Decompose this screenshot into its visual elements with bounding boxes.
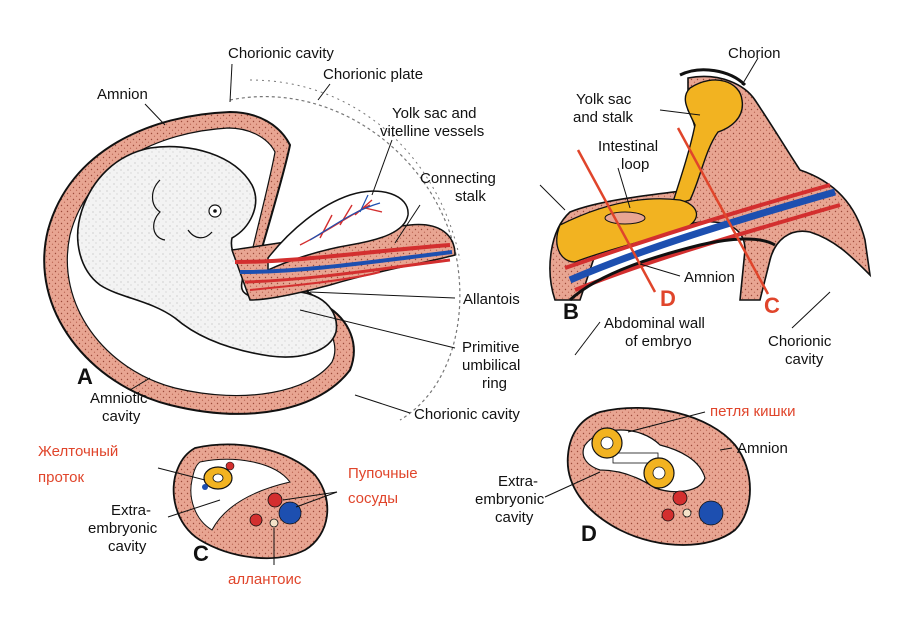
embryo-eye-dot (213, 209, 217, 213)
intestinal-lumen-b (604, 211, 646, 225)
section-marker-c: C (764, 293, 780, 318)
label-umbilical-2: сосуды (348, 490, 398, 507)
embryo-arches (151, 179, 166, 241)
umbilical-artery-d-2 (661, 508, 675, 522)
label-chorionic-plate: Chorionic plate (323, 66, 423, 83)
umbilical-vein-c (278, 501, 302, 525)
umbilical-vein-d (698, 500, 724, 526)
label-yolk-sac-b-2: and stalk (573, 109, 634, 126)
panel-d-letter: D (581, 521, 597, 546)
label-extra-c-2: embryonic (88, 520, 158, 537)
label-amniotic-1: Amniotic (90, 390, 148, 407)
label-yolk-sac-b-1: Yolk sac (576, 91, 632, 108)
label-intestinal-2: loop (621, 156, 649, 173)
vitelline-vein-c (202, 484, 208, 490)
label-yolk-sac-a-2: vitelline vessels (380, 123, 484, 140)
label-primitive-2: umbilical (462, 357, 520, 374)
label-chorionic-cavity-bottom: Chorionic cavity (414, 406, 520, 423)
label-extra-d-3: cavity (495, 509, 534, 526)
umbilical-artery-2 (244, 258, 451, 284)
label-amnion-d: Amnion (737, 440, 788, 457)
embryo-limb (187, 229, 213, 239)
panel-a: Chorionic cavity Chorionic plate Amnion … (43, 45, 520, 425)
panel-b-leaders (539, 57, 831, 356)
panel-c-letter: C (193, 541, 209, 566)
label-yolk-sac-a-1: Yolk sac and (392, 105, 477, 122)
label-primitive-1: Primitive (462, 339, 520, 356)
umbilical-artery-d-1 (672, 490, 688, 506)
section-line-d (576, 149, 657, 293)
chorion-arc-inner (249, 79, 461, 261)
yolk-duct-lumen-c (212, 473, 224, 483)
label-chorionic-b-1: Chorionic (768, 333, 832, 350)
umbilical-artery-c-1 (267, 492, 283, 508)
panel-b: Chorion Yolk sac and stalk Intestinal lo… (539, 45, 872, 368)
label-amnion-b: Amnion (684, 269, 735, 286)
vitelline-vessels (299, 199, 383, 246)
umbilical-artery-c-2 (249, 513, 263, 527)
label-chorionic-cavity-top: Chorionic cavity (228, 45, 334, 62)
label-abdominal-1: Abdominal wall (604, 315, 705, 332)
label-abdominal-2: of embryo (625, 333, 692, 350)
label-primitive-3: ring (482, 375, 507, 392)
label-intestinal-1: Intestinal (598, 138, 658, 155)
panel-c: Желточный проток Пупочные сосуды Extra- … (38, 443, 418, 588)
embryo (76, 145, 338, 358)
label-extra-d-2: embryonic (475, 491, 545, 508)
label-connecting-stalk-1: Connecting (420, 170, 496, 187)
label-amniotic-2: cavity (102, 408, 141, 425)
label-umbilical-1: Пупочные (348, 465, 418, 482)
label-yolk-duct-2: проток (38, 469, 85, 486)
panel-d-leaders (544, 411, 733, 498)
intestine-lumen-d-1 (600, 436, 614, 450)
panel-d: петля кишки Amnion Extra- embryonic cavi… (475, 403, 795, 546)
label-connecting-stalk-2: stalk (455, 188, 486, 205)
label-chorionic-b-2: cavity (785, 351, 824, 368)
label-extra-c-1: Extra- (111, 502, 151, 519)
yolk-sac (267, 190, 409, 272)
label-chorion: Chorion (728, 45, 781, 62)
label-allantois: Allantois (463, 291, 520, 308)
section-marker-d: D (660, 286, 676, 311)
label-extra-d-1: Extra- (498, 473, 538, 490)
panel-c-leaders (157, 467, 338, 565)
section-line-c (676, 127, 770, 295)
allantois-c (269, 518, 279, 528)
amnion-line-b (568, 237, 776, 302)
label-amnion-a: Amnion (97, 86, 148, 103)
umbilical-artery (234, 243, 451, 264)
umbilical-vein (239, 250, 453, 274)
panel-a-letter: A (77, 364, 93, 389)
intestine-lumen-d-2 (652, 466, 666, 480)
vitelline-veins (309, 194, 381, 241)
artery-b-1 (564, 183, 831, 270)
label-yolk-duct-1: Желточный (38, 443, 118, 460)
allantois-duct (249, 271, 381, 291)
allantois-d (682, 508, 692, 518)
label-extra-c-3: cavity (108, 538, 147, 555)
label-allantois-ru: аллантоис (228, 571, 302, 588)
chorion-line-b (679, 68, 747, 87)
yolk-stalk-b (670, 79, 744, 207)
vitelline-artery-c (225, 461, 235, 471)
panel-a-leaders (129, 63, 456, 414)
label-intestine-loop-ru: петля кишки (710, 403, 795, 420)
panel-b-letter: B (563, 299, 579, 324)
vein-b (568, 188, 836, 284)
